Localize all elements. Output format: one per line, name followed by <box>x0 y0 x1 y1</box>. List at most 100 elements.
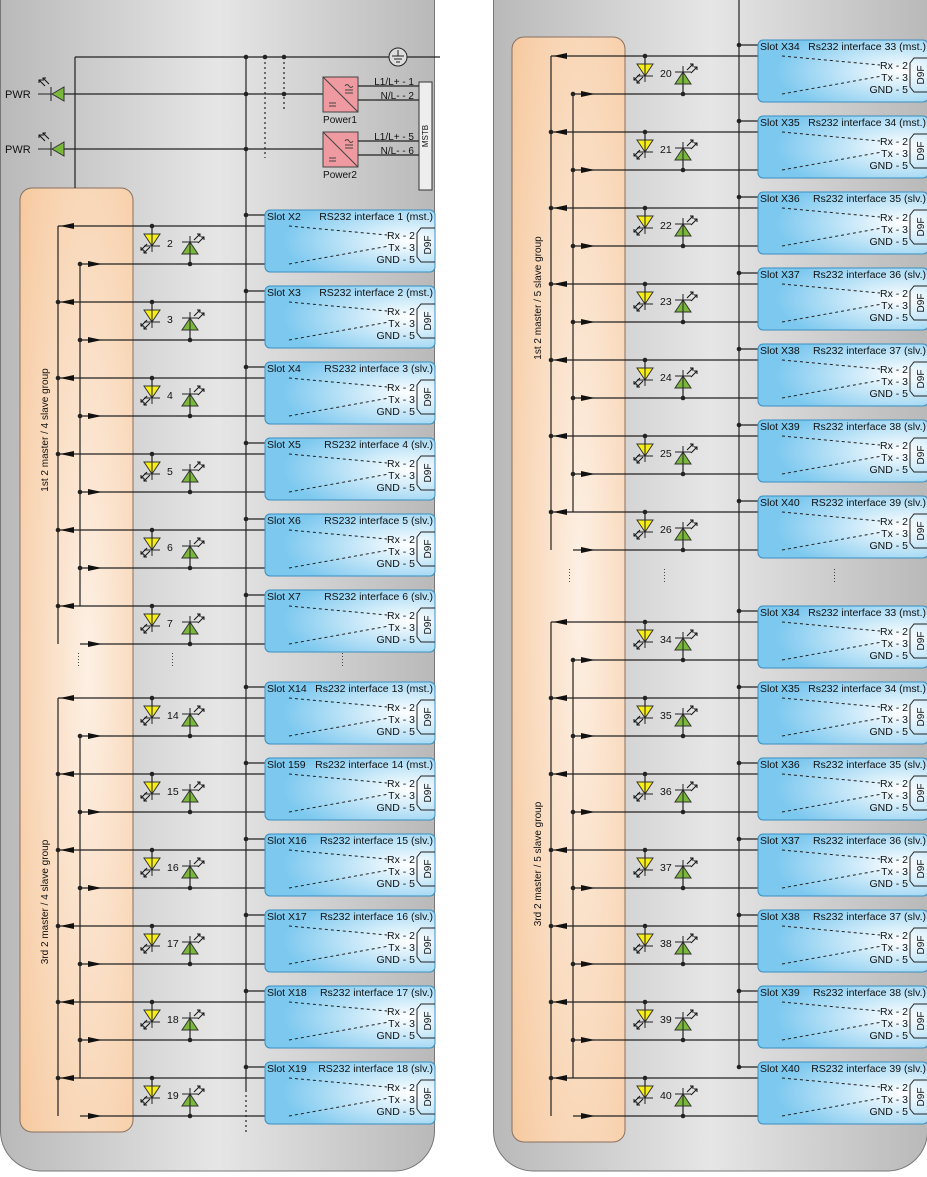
tx-pin-label: Tx - 3 <box>881 638 908 650</box>
junction-dot <box>549 358 554 363</box>
slot-label: Slot X37 <box>760 269 800 281</box>
slot-label: Slot X36 <box>760 193 800 205</box>
rx-pin-label: Rx - 2 <box>387 702 415 714</box>
led-number: 5 <box>167 466 173 478</box>
gnd-pin-label: GND - 5 <box>869 388 908 400</box>
junction-dot <box>56 924 61 929</box>
tx-pin-label: Tx - 3 <box>881 376 908 388</box>
slot-label: Slot X16 <box>267 835 307 847</box>
interface-label: Rs232 interface 37 (slv.) <box>813 911 926 923</box>
led-number: 14 <box>167 710 179 722</box>
slot-label: Slot X17 <box>267 911 307 923</box>
junction-dot <box>737 423 742 428</box>
gnd-pin-label: GND - 5 <box>376 482 415 494</box>
junction-dot <box>244 55 249 60</box>
junction-dot <box>571 396 576 401</box>
junction-dot <box>56 1076 61 1081</box>
n-terminal-label: N/L- - 2 <box>381 91 415 102</box>
ellipsis: ····· <box>338 652 348 667</box>
connector-label: D9F <box>916 936 927 955</box>
junction-dot <box>737 119 742 124</box>
led-number: 38 <box>660 938 672 950</box>
ellipsis: ····· <box>565 568 575 583</box>
power-supply-icon <box>323 77 358 112</box>
gnd-pin-label: GND - 5 <box>869 540 908 552</box>
rx-pin-label: Rx - 2 <box>387 1082 415 1094</box>
rx-pin-label: Rx - 2 <box>387 306 415 318</box>
junction-dot <box>549 434 554 439</box>
connector-label: D9F <box>916 1012 927 1031</box>
slot-label: Slot X3 <box>267 287 301 299</box>
interface-label: Rs232 interface 36 (slv.) <box>813 835 926 847</box>
gnd-pin-label: GND - 5 <box>376 878 415 890</box>
junction-dot <box>737 837 742 842</box>
ellipsis: ····· <box>74 652 84 667</box>
group-label: 3rd 2 master / 5 slave group <box>533 801 544 926</box>
slot-label: Slot X34 <box>760 41 800 53</box>
slot-label: Slot X40 <box>760 497 800 509</box>
junction-dot <box>737 499 742 504</box>
connector-label: D9F <box>916 632 927 651</box>
junction-dot <box>549 510 554 515</box>
connector-label: D9F <box>916 446 927 465</box>
tx-pin-label: Tx - 3 <box>881 866 908 878</box>
junction-dot <box>737 1065 742 1070</box>
interface-label: RS232 interface 1 (mst.) <box>319 211 433 223</box>
led-number: 26 <box>660 524 672 536</box>
junction-dot <box>244 147 249 152</box>
rx-pin-label: Rx - 2 <box>387 854 415 866</box>
slot-label: Slot X35 <box>760 683 800 695</box>
interface-label: Rs232 interface 38 (slv.) <box>813 421 926 433</box>
gnd-pin-label: GND - 5 <box>376 634 415 646</box>
junction-dot <box>571 244 576 249</box>
tx-pin-label: Tx - 3 <box>881 1094 908 1106</box>
junction-dot <box>56 848 61 853</box>
junction-dot <box>78 810 83 815</box>
junction-dot <box>244 441 249 446</box>
tx-pin-label: Tx - 3 <box>881 148 908 160</box>
led-number: 2 <box>167 238 173 250</box>
slot-label: Slot X35 <box>760 117 800 129</box>
gnd-pin-label: GND - 5 <box>376 1030 415 1042</box>
junction-dot <box>244 1065 249 1070</box>
gnd-pin-label: GND - 5 <box>869 802 908 814</box>
tx-pin-label: Tx - 3 <box>388 714 415 726</box>
connector-label: D9F <box>916 142 927 161</box>
connector-label: D9F <box>916 218 927 237</box>
junction-dot <box>737 195 742 200</box>
interface-label: RS232 interface 6 (slv.) <box>324 591 433 603</box>
tx-pin-label: Tx - 3 <box>881 1018 908 1030</box>
rx-pin-label: Rx - 2 <box>880 930 908 942</box>
led-number: 19 <box>167 1090 179 1102</box>
led-number: 6 <box>167 542 173 554</box>
connector-label: D9F <box>423 388 434 407</box>
led-number: 15 <box>167 786 179 798</box>
junction-dot <box>244 837 249 842</box>
gnd-pin-label: GND - 5 <box>869 464 908 476</box>
junction-dot <box>244 289 249 294</box>
tx-pin-label: Tx - 3 <box>388 942 415 954</box>
led-number: 37 <box>660 862 672 874</box>
pwr-label: PWR <box>5 144 31 156</box>
junction-dot <box>737 913 742 918</box>
led-number: 25 <box>660 448 672 460</box>
rx-pin-label: Rx - 2 <box>387 1006 415 1018</box>
interface-label: Rs232 interface 16 (slv.) <box>320 911 433 923</box>
gnd-pin-label: GND - 5 <box>376 558 415 570</box>
junction-dot <box>244 761 249 766</box>
led-number: 18 <box>167 1014 179 1026</box>
connector-label: D9F <box>423 236 434 255</box>
connector-label: D9F <box>423 1012 434 1031</box>
slot-label: Slot X36 <box>760 759 800 771</box>
slot-label: Slot X37 <box>760 835 800 847</box>
interface-label: RS232 interface 5 (slv.) <box>324 515 433 527</box>
led-number: 17 <box>167 938 179 950</box>
led-number: 21 <box>660 144 672 156</box>
l-terminal-label: L1/L+ - 5 <box>374 132 414 143</box>
connector-label: D9F <box>423 464 434 483</box>
rx-pin-label: Rx - 2 <box>387 610 415 622</box>
led-number: 35 <box>660 710 672 722</box>
group-label: 1st 2 master / 4 slave group <box>40 368 51 492</box>
led-number: 34 <box>660 634 672 646</box>
junction-dot <box>56 1000 61 1005</box>
